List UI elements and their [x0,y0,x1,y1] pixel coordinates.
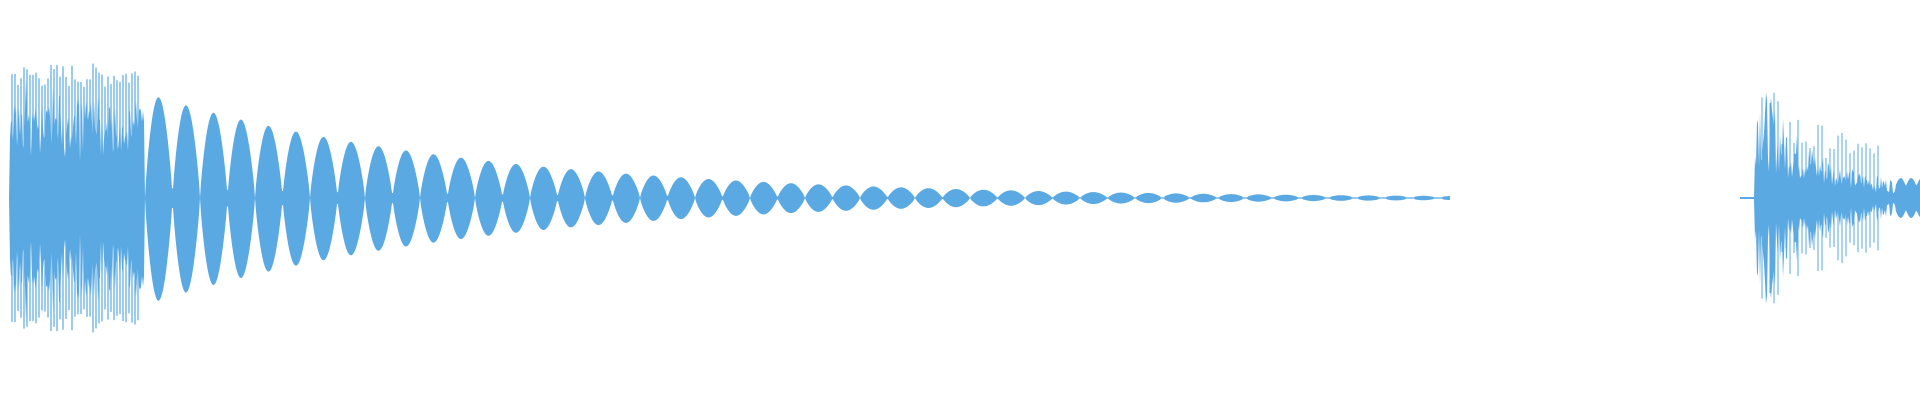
waveform-segment-tail [1740,91,1920,305]
waveform-main-shape [0,79,1450,320]
waveform-segment-main [0,63,1450,333]
